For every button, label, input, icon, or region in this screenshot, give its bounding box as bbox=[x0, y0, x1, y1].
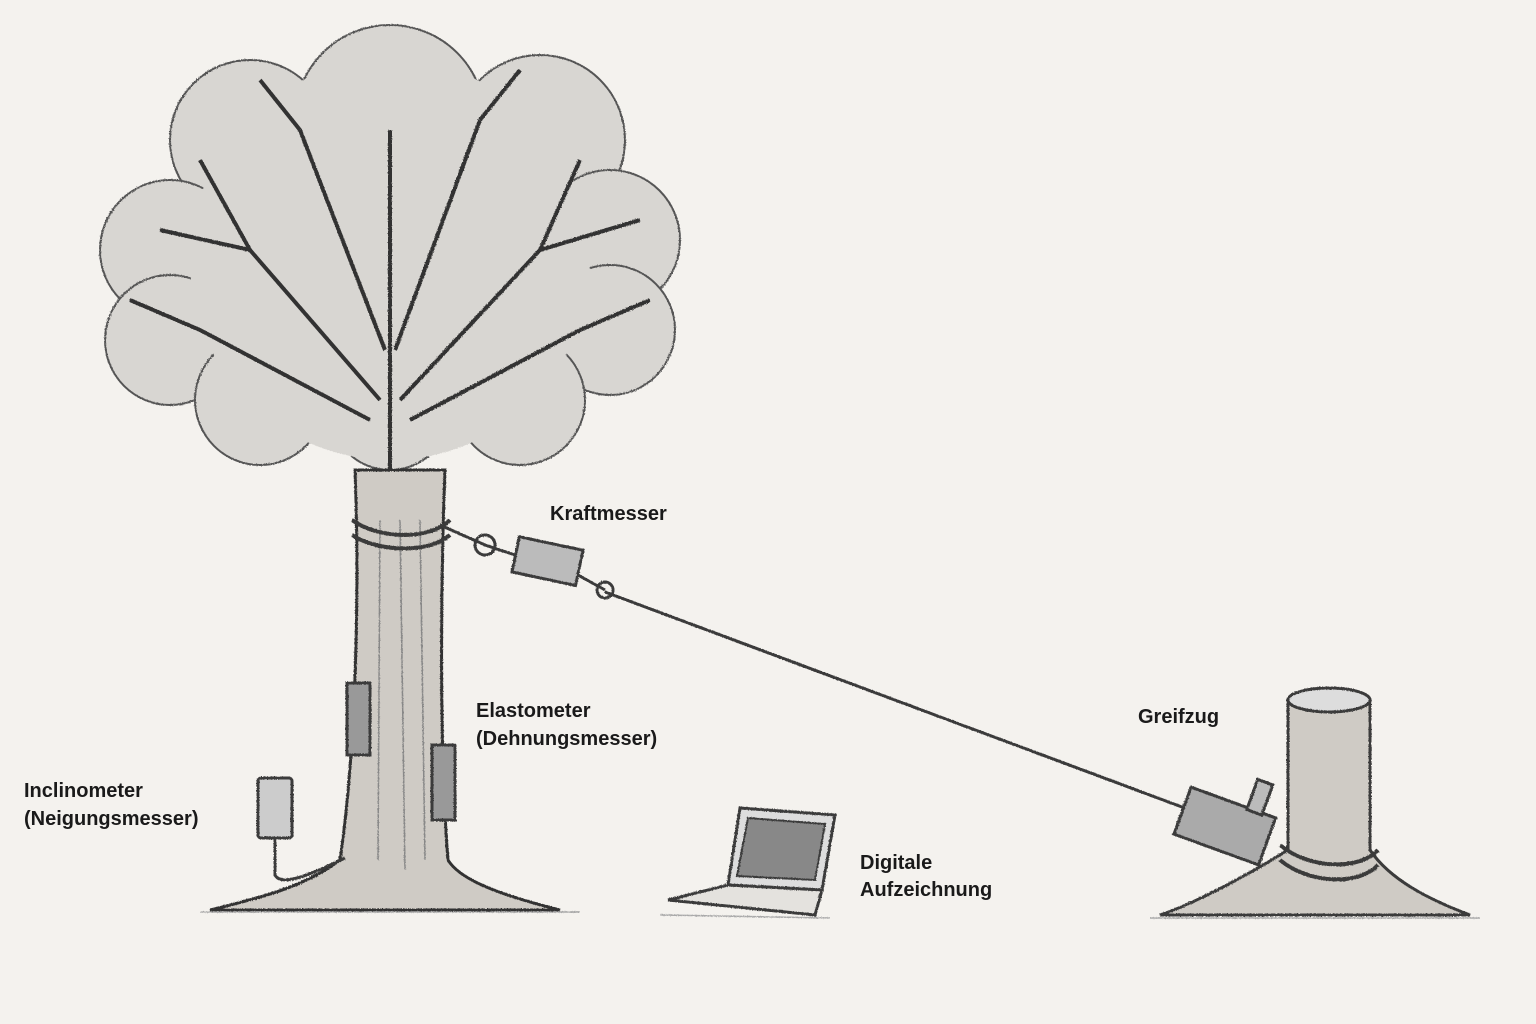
tree-branches bbox=[129, 68, 651, 470]
label-digital-line1: Digitale bbox=[860, 852, 933, 874]
label-elastometer: Elastometer (Dehnungsmesser) bbox=[476, 697, 657, 753]
label-elastometer-line2: (Dehnungsmesser) bbox=[476, 728, 658, 750]
dynamometer bbox=[510, 534, 585, 588]
label-inclinometer: Inclinometer (Neigungsmesser) bbox=[24, 777, 199, 833]
label-elastometer-line1: Elastometer bbox=[476, 700, 591, 722]
label-kraftmesser: Kraftmesser bbox=[550, 503, 667, 525]
label-inclinometer-line1: Inclinometer bbox=[24, 780, 143, 802]
elastometer-upper bbox=[345, 681, 372, 757]
label-inclinometer-line2: (Neigungsmesser) bbox=[24, 808, 199, 830]
winch-greifzug bbox=[1172, 777, 1278, 867]
laptop-icon bbox=[667, 806, 837, 917]
tree-trunk bbox=[209, 468, 561, 912]
rope bbox=[604, 590, 1191, 812]
inclinometer bbox=[256, 776, 294, 840]
anchor-stump bbox=[1159, 698, 1471, 917]
label-digital-line2: Aufzeichnung bbox=[860, 879, 993, 901]
elastometer-lower bbox=[430, 743, 457, 822]
label-greifzug: Greifzug bbox=[1138, 706, 1220, 728]
label-digital-recording: Digitale Aufzeichnung bbox=[860, 850, 992, 904]
